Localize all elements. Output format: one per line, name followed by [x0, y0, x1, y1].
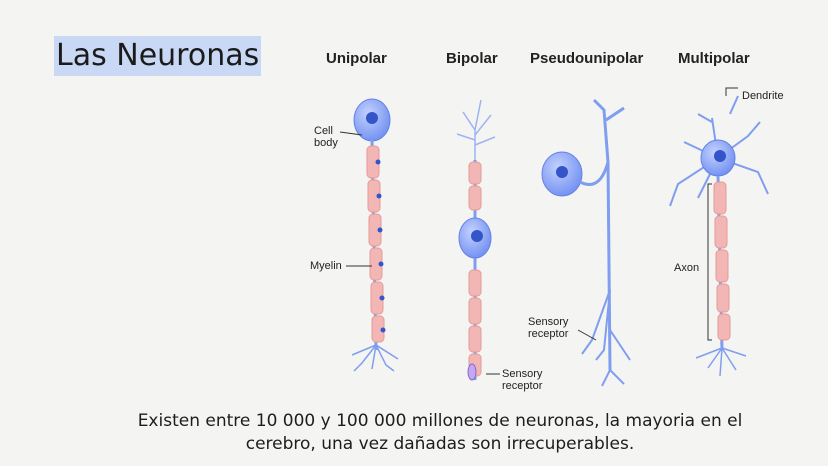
header-multipolar: Multipolar [678, 50, 750, 67]
unipolar-neuron [351, 98, 399, 372]
neuron-types-diagram: Unipolar Bipolar Pseudounipolar Multipol… [290, 40, 818, 400]
label-myelin: Myelin [310, 260, 342, 272]
header-bipolar: Bipolar [446, 50, 498, 67]
label-dendrite: Dendrite [742, 90, 784, 102]
label-axon: Axon [674, 262, 700, 274]
header-pseudounipolar: Pseudounipolar [530, 50, 644, 67]
slide-title: Las Neuronas [54, 36, 262, 76]
pseudounipolar-neuron [541, 98, 631, 387]
neuron-illustration [339, 87, 769, 387]
label-leaders [339, 131, 597, 375]
slide-caption: Existen entre 10 000 y 100 000 millones … [60, 410, 820, 456]
multipolar-neuron [669, 87, 769, 377]
bipolar-neuron [456, 99, 496, 381]
caption-line-1: Existen entre 10 000 y 100 000 millones … [137, 411, 743, 431]
header-unipolar: Unipolar [326, 50, 387, 67]
caption-line-2: cerebro, una vez dañadas son irrecuperab… [245, 434, 635, 454]
